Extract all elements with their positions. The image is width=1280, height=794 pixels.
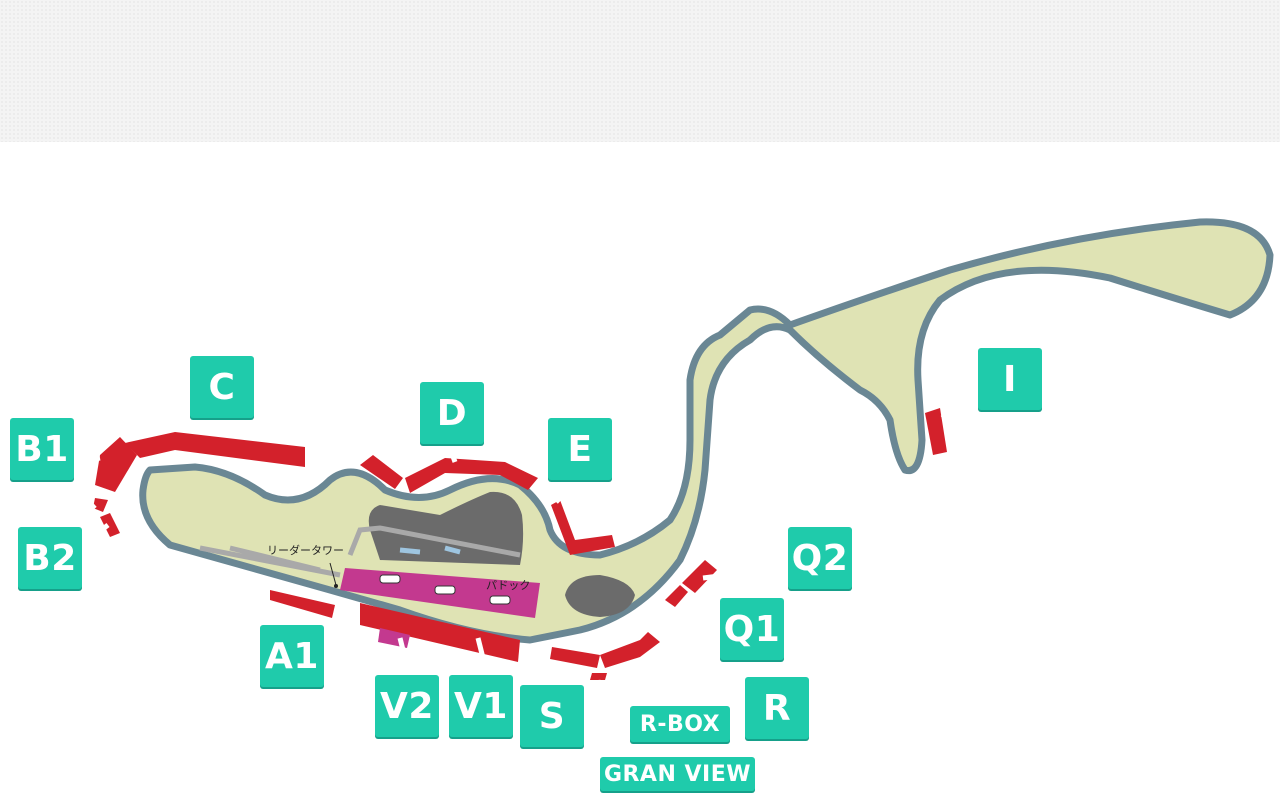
- stand-q2: [682, 560, 717, 593]
- stand-label-r-box[interactable]: R-BOX: [630, 706, 730, 742]
- stand-label-a1[interactable]: A1: [260, 625, 324, 687]
- stand-label-r[interactable]: R: [745, 677, 809, 739]
- header-pattern-band: [0, 0, 1280, 142]
- stand-s: [550, 647, 600, 668]
- stand-label-q1[interactable]: Q1: [720, 598, 784, 660]
- access-road: [199, 525, 521, 578]
- stand-label-s[interactable]: S: [520, 685, 584, 747]
- hospitality-building: [565, 575, 635, 617]
- stand-label-q2[interactable]: Q2: [788, 527, 852, 589]
- stand-label-i[interactable]: I: [978, 348, 1042, 410]
- stand-label-c[interactable]: C: [190, 356, 254, 418]
- stand-r: [600, 632, 660, 668]
- paddock-label: パドック: [486, 579, 531, 592]
- stand-b2: [93, 498, 120, 537]
- stand-e: [551, 500, 615, 555]
- stand-label-e[interactable]: E: [548, 418, 612, 480]
- stand-a1: [270, 590, 335, 618]
- stand-c: [125, 432, 305, 467]
- stand-d: [360, 455, 538, 493]
- stand-gran-view: [590, 673, 607, 680]
- stand-b1: [95, 437, 137, 492]
- stand-label-gran-view[interactable]: GRAN VIEW: [600, 757, 755, 791]
- label-leaders: [66, 392, 982, 759]
- stand-label-v2[interactable]: V2: [375, 675, 439, 737]
- stand-label-d[interactable]: D: [420, 382, 484, 444]
- stand-label-b1[interactable]: B1: [10, 418, 74, 480]
- stand-i: [925, 408, 947, 455]
- leader-tower-label: リーダータワー: [267, 544, 344, 557]
- service-road: [399, 545, 461, 555]
- stand-q1: [665, 585, 688, 607]
- stand-label-b2[interactable]: B2: [18, 527, 82, 589]
- stand-label-v1[interactable]: V1: [449, 675, 513, 737]
